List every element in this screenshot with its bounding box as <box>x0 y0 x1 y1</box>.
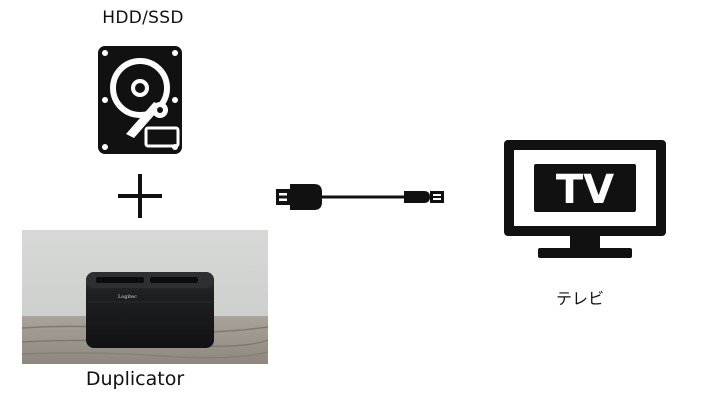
hdmi-cable-icon <box>276 184 444 210</box>
tv-screen-text: TV <box>556 167 614 213</box>
duplicator-photo: Logitec <box>22 230 268 364</box>
device-brand-text: Logitec <box>118 294 137 300</box>
hdd-ssd-label: HDD/SSD <box>102 8 184 28</box>
hard-drive-icon <box>98 46 182 154</box>
tv-label: テレビ <box>555 289 604 308</box>
television-icon: TV <box>504 140 666 258</box>
plus-icon <box>118 174 162 218</box>
duplicator-label: Duplicator <box>85 368 185 390</box>
